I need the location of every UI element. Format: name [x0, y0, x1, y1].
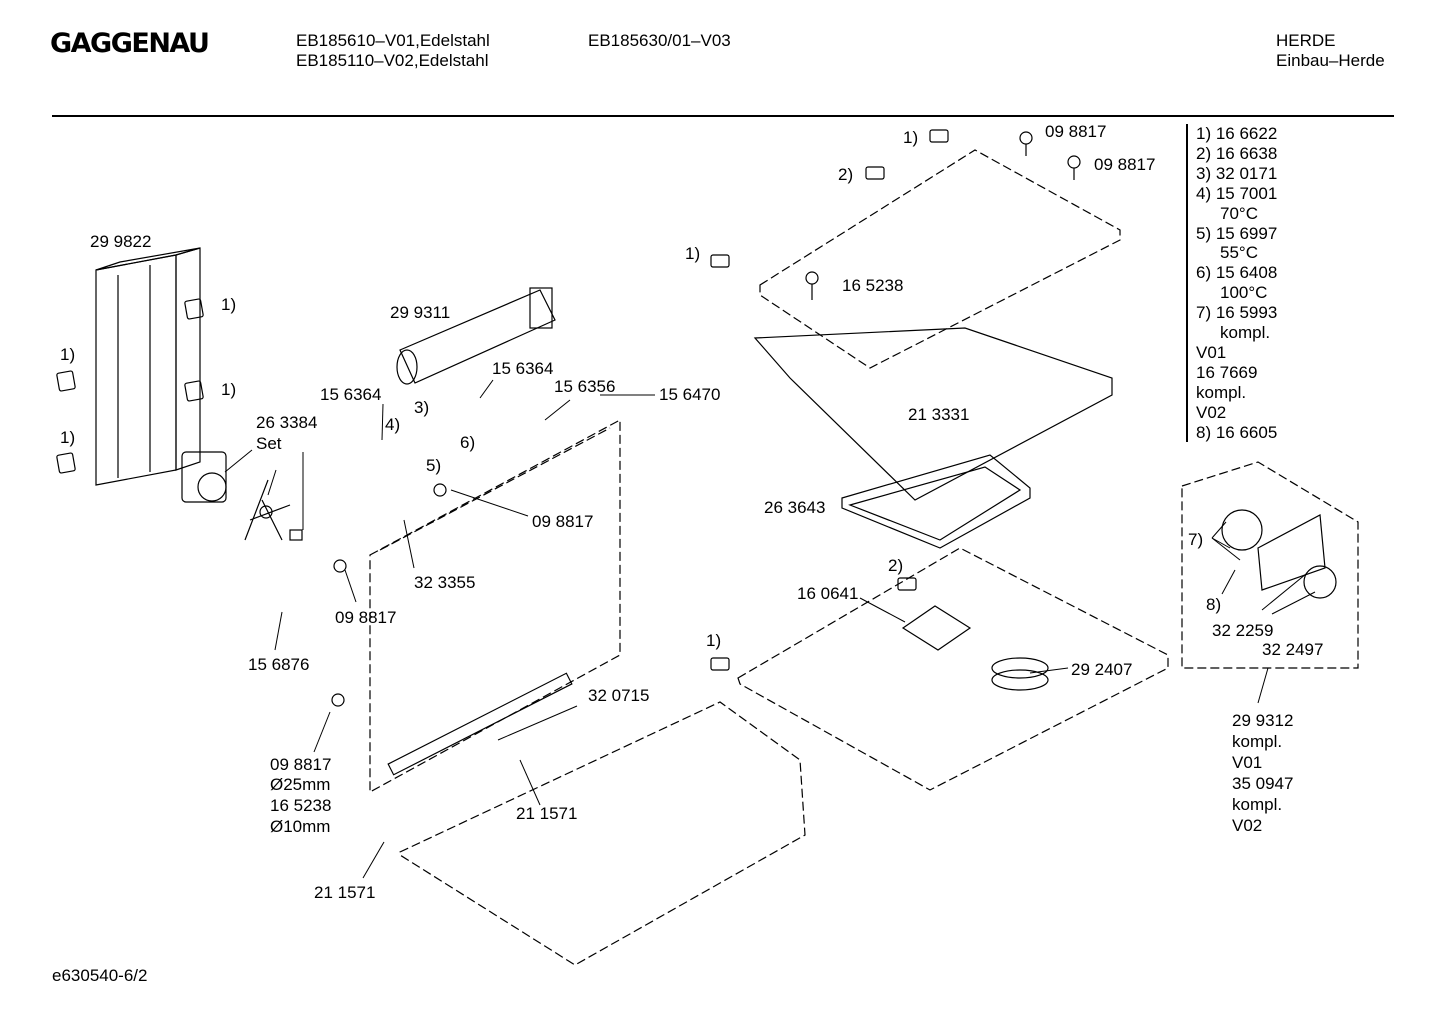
legend-bar: [1186, 124, 1188, 442]
part-label: V01: [1232, 753, 1262, 772]
ref-key: 1): [60, 428, 75, 447]
part-label: 32 3355: [414, 573, 475, 592]
part-label: 26 3643: [764, 498, 825, 517]
tray-part: [841, 454, 1031, 549]
part-label: 21 1571: [314, 883, 375, 902]
part-label: 21 3331: [908, 405, 969, 424]
model-line: EB185630/01–V03: [588, 31, 731, 50]
leader-lines: [224, 379, 1316, 879]
legend-note: 55°C: [1220, 243, 1258, 263]
ref-key: 1): [60, 345, 75, 364]
ref-key: 4): [385, 415, 400, 434]
part-label: 09 8817: [532, 512, 593, 531]
legend-row: 2) 16 6638: [1196, 143, 1278, 163]
heater-fan-part: [396, 287, 556, 385]
part-label: 26 3384: [256, 413, 317, 432]
part-label: 09 8817: [1094, 155, 1155, 174]
document-id: e630540-6/2: [52, 966, 148, 985]
part-label: 29 9311: [390, 303, 450, 322]
legend-row: 7) 16 5993: [1196, 303, 1278, 323]
header-rule: [52, 115, 1394, 117]
timer-part: [1221, 509, 1337, 599]
clip-parts: [56, 129, 949, 671]
part-label: 16 0641: [797, 584, 858, 603]
part-label: V02: [1232, 816, 1262, 835]
part-label: 09 8817: [270, 755, 331, 774]
heat-shield-part: [753, 327, 1113, 501]
duct-part: [95, 247, 201, 486]
ref-key: 1): [221, 295, 236, 314]
part-labels: 29 9822 29 9311 15 6364 15 6364 15 6356 …: [60, 122, 1323, 902]
legend-row: 8) 16 6605: [1196, 422, 1278, 442]
legend-row: 1) 16 6622: [1196, 124, 1278, 143]
legend-row: V02: [1196, 402, 1227, 422]
fan-motor-part: [181, 451, 303, 541]
front-panel-part: [369, 418, 621, 794]
ref-key: 1): [685, 244, 700, 263]
knob-parts: [331, 131, 1081, 707]
part-label: kompl.: [1232, 732, 1282, 751]
part-label: 29 9822: [90, 232, 151, 251]
ref-key: 3): [414, 398, 429, 417]
grill-part: [901, 605, 1049, 691]
part-label: kompl.: [1232, 795, 1282, 814]
model-line: EB185610–V01,Edelstahl: [296, 31, 490, 50]
part-label: 09 8817: [1045, 122, 1106, 141]
legend-row: 6) 15 6408: [1196, 263, 1278, 283]
part-label: 15 6364: [320, 385, 381, 404]
bottom-plate-part: [399, 701, 806, 966]
part-label: 29 9312: [1232, 711, 1293, 730]
legend-note: 100°C: [1220, 283, 1268, 303]
part-label: 16 5238: [270, 796, 331, 815]
part-label: 29 2407: [1071, 660, 1132, 679]
legend-row: 16 7669: [1196, 362, 1258, 382]
part-label: 21 1571: [516, 804, 577, 823]
ref-key: 2): [888, 556, 903, 575]
legend-row: 3) 32 0171: [1196, 163, 1278, 183]
base-plate-part: [737, 547, 1169, 791]
category: HERDE Einbau–Herde: [1276, 31, 1385, 71]
ref-key: 6): [460, 433, 475, 452]
brand-logo: GAGGENAU: [50, 28, 210, 59]
legend-row: V01: [1196, 342, 1227, 362]
ref-key: 1): [221, 380, 236, 399]
part-label: 16 5238: [842, 276, 903, 295]
legend-row: 5) 15 6997: [1196, 223, 1278, 243]
ref-key: 1): [903, 128, 918, 147]
ref-key: 7): [1188, 530, 1203, 549]
part-label: 15 6356: [554, 377, 615, 396]
model-line: EB185110–V02,Edelstahl: [296, 51, 489, 70]
ref-key: 5): [426, 456, 441, 475]
part-label: Ø10mm: [270, 817, 330, 836]
part-label: 09 8817: [335, 608, 396, 627]
part-label: 15 6364: [492, 359, 553, 378]
ref-key: 1): [706, 631, 721, 650]
legend-note: kompl.: [1220, 323, 1271, 343]
ref-key: 2): [838, 165, 853, 184]
part-label: 32 2259: [1212, 621, 1273, 640]
inset-frame: [1181, 461, 1359, 669]
part-label: 35 0947: [1232, 774, 1293, 793]
category-line: HERDE: [1276, 31, 1336, 50]
part-label: 32 0715: [588, 686, 649, 705]
ref-key: 8): [1206, 595, 1221, 614]
legend-note: 70°C: [1220, 203, 1258, 223]
part-label: Ø25mm: [270, 775, 330, 794]
legend-row: kompl.: [1196, 382, 1247, 402]
part-label: 32 2497: [1262, 640, 1323, 659]
model-list: EB185610–V01,Edelstahl EB185110–V02,Edel…: [296, 31, 490, 71]
top-plate-part: [759, 149, 1121, 369]
part-label: 15 6876: [248, 655, 309, 674]
legend-row: 4) 15 7001: [1196, 183, 1278, 203]
category-line: Einbau–Herde: [1276, 51, 1385, 70]
part-label: Set: [256, 434, 282, 453]
part-label: 15 6470: [659, 385, 720, 404]
rail-part: [387, 672, 573, 776]
